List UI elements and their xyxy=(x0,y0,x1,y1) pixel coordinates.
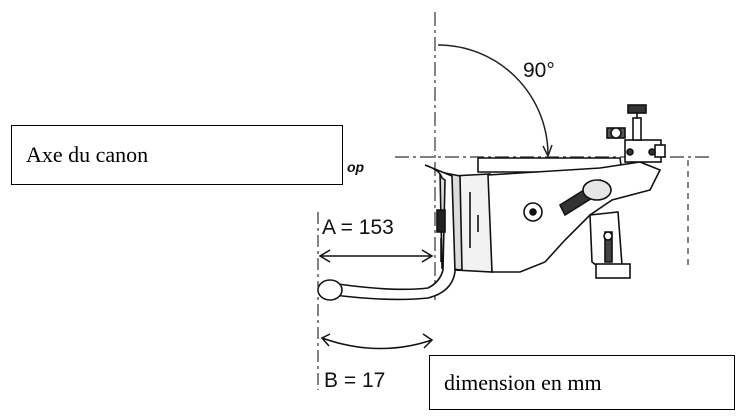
angle-label: 90° xyxy=(523,59,555,82)
dimension-a-label: A = 153 xyxy=(322,216,394,239)
lever-handle xyxy=(317,164,456,301)
angle-arc xyxy=(437,44,549,156)
dimension-b-label: B = 17 xyxy=(324,369,385,392)
angle-arrowhead xyxy=(542,144,553,158)
barrel-axis-callout: Axe du canon xyxy=(11,125,343,185)
sight-body xyxy=(439,104,666,279)
dimension-unit-callout-text: dimension en mm xyxy=(444,369,602,395)
dimension-unit-callout: dimension en mm xyxy=(429,355,735,410)
dimension-b xyxy=(320,333,434,350)
barrel-axis-callout-text: Axe du canon xyxy=(26,142,149,167)
dimension-a xyxy=(317,212,434,390)
partial-label: op xyxy=(347,159,365,175)
